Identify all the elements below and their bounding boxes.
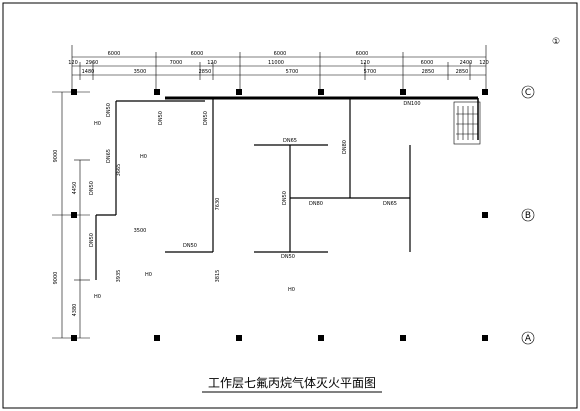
axis-letter-b: B bbox=[525, 211, 531, 221]
pipe-label-4: DN65 bbox=[106, 149, 112, 163]
dim-r2-1: 120 bbox=[68, 60, 78, 66]
pipe-label-2: DN50 bbox=[158, 111, 164, 125]
pipe-label-6: DN50 bbox=[89, 233, 95, 247]
axis-bubbles: ① C B A bbox=[521, 37, 560, 345]
dim-int-3: 3935 bbox=[116, 270, 122, 283]
room-label-1: H0 bbox=[94, 121, 101, 127]
axis-bubble-a bbox=[521, 331, 535, 345]
pipe-label-8: DN80 bbox=[342, 140, 348, 154]
gas-cylinder-rack bbox=[453, 101, 481, 145]
dim-left-2: 4450 bbox=[72, 182, 78, 195]
dim-int-1: 3665 bbox=[116, 164, 122, 177]
dim-r2-7: 6000 bbox=[421, 60, 434, 66]
top-dimension-chain bbox=[71, 45, 487, 92]
dim-int-2: 3500 bbox=[134, 228, 147, 234]
dim-r2-9: 120 bbox=[479, 60, 489, 66]
pipe-label-7: DN50 bbox=[183, 243, 197, 249]
dim-r2-3: 7000 bbox=[170, 60, 183, 66]
column-grid bbox=[71, 89, 488, 341]
room-label-5: H0 bbox=[288, 287, 295, 293]
dim-r2-6: 120 bbox=[360, 60, 370, 66]
dim-r3-2: 3500 bbox=[134, 69, 147, 75]
room-label-3: H0 bbox=[145, 272, 152, 278]
dim-int-5: 3815 bbox=[215, 270, 221, 283]
room-label-2: H0 bbox=[140, 154, 147, 160]
dim-r3-6: 2850 bbox=[422, 69, 435, 75]
dim-r3-5: 5700 bbox=[364, 69, 377, 75]
drawing-title: 工作层七氟丙烷气体灭火平面图 bbox=[208, 375, 376, 390]
dim-int-4: 7630 bbox=[215, 198, 221, 211]
pipe-label-13: DN50 bbox=[281, 254, 295, 260]
dim-r3-3: 2850 bbox=[199, 69, 212, 75]
dim-top-3: 6000 bbox=[274, 51, 287, 57]
axis-bubble-b bbox=[521, 208, 535, 222]
axis-letter-a: A bbox=[525, 334, 532, 344]
dim-top-1: 6000 bbox=[108, 51, 121, 57]
pipe-label-10: DN80 bbox=[309, 201, 323, 207]
pipe-label-main: DN100 bbox=[403, 101, 420, 107]
dim-r2-2: 2960 bbox=[86, 60, 99, 66]
pipe-label-9: DN65 bbox=[283, 138, 297, 144]
axis-bubble-c bbox=[521, 85, 535, 99]
pipe-label-12: DN50 bbox=[282, 191, 288, 205]
dim-r2-5: 11000 bbox=[268, 60, 284, 66]
dim-r2-4: 120 bbox=[207, 60, 217, 66]
dim-r3-1: 1480 bbox=[82, 69, 95, 75]
dim-r3-7: 2850 bbox=[456, 69, 469, 75]
pipe-label-5: DN50 bbox=[89, 181, 95, 195]
pipe-label-11: DN65 bbox=[383, 201, 397, 207]
dim-top-2: 6000 bbox=[191, 51, 204, 57]
pipe-network bbox=[95, 96, 479, 280]
pipe-label-3: DN50 bbox=[203, 111, 209, 125]
dim-r2-8: 2400 bbox=[460, 60, 473, 66]
room-label-4: H0 bbox=[94, 294, 101, 300]
dim-top-4: 6000 bbox=[356, 51, 369, 57]
dim-left-1: 9000 bbox=[53, 150, 59, 163]
pipe-label-1: DN50 bbox=[106, 103, 112, 117]
axis-number-1: ① bbox=[552, 37, 560, 47]
dim-r3-4: 5700 bbox=[286, 69, 299, 75]
axis-letter-c: C bbox=[525, 88, 531, 98]
dim-left-4: 4380 bbox=[72, 304, 78, 317]
dim-left-3: 9000 bbox=[53, 272, 59, 285]
